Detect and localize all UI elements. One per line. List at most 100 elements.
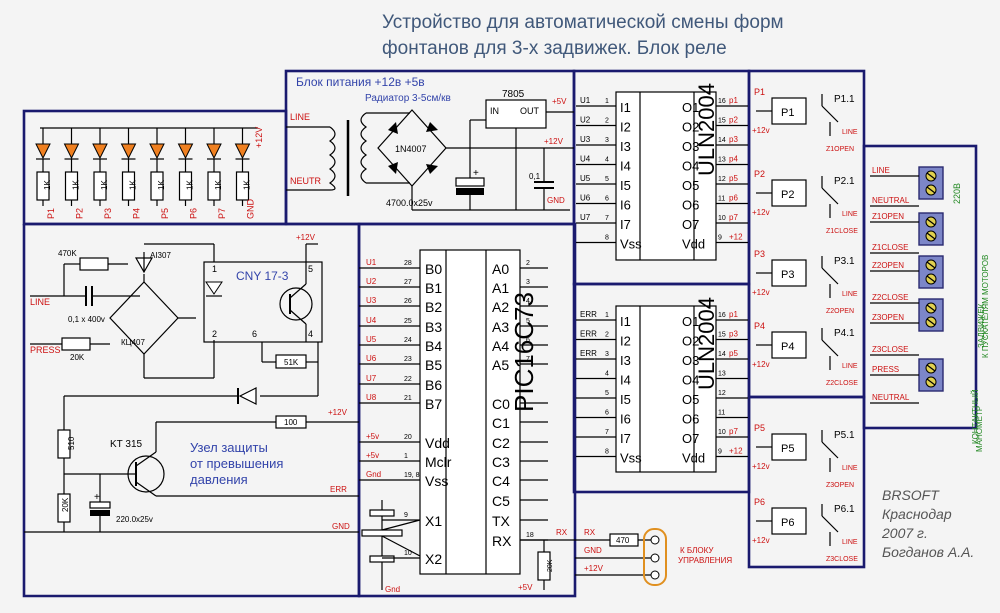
- serial-rx-label-1: RX: [556, 528, 568, 537]
- terminal-label-8: Z3CLOSE: [872, 345, 908, 354]
- mcu-pin-num-4: 24: [404, 337, 412, 344]
- relay-line-6: LINE: [842, 539, 858, 546]
- relay-contact-3: P3.1: [834, 256, 855, 267]
- terminal-motors-label: К ПУСКАТЕЛЯМ МОТОРОВ: [981, 255, 990, 358]
- uln-bottom-innet-1: ERR: [580, 330, 597, 339]
- terminal-220v: 220В: [952, 183, 962, 204]
- opto-pin6: 6: [252, 329, 257, 339]
- uln-top-name: ULN2004: [694, 83, 719, 176]
- uln-top-outnet-0: p1: [729, 96, 738, 105]
- led-1: [35, 143, 51, 160]
- uln-bottom-innum-7: 8: [605, 449, 609, 456]
- pic-microcontroller: PIC16C73 Gnd B028U1B127U2B226U3B325U4B42…: [359, 249, 548, 594]
- led-label-5: P5: [160, 208, 170, 219]
- wire: [926, 364, 936, 372]
- protect-gnd-label: GND: [332, 522, 350, 531]
- mcu-pin-x1: X1: [425, 513, 442, 529]
- relay-out-6: Z3CLOSE: [826, 556, 858, 563]
- input-cap-label: 0,1 x 400v: [68, 315, 105, 324]
- mcu-pin-b5: B5: [425, 357, 442, 373]
- wire: [926, 218, 936, 226]
- wire: [926, 232, 936, 240]
- serial-rx-label-2: RX: [584, 528, 596, 537]
- uln-top-in-4: I5: [620, 178, 631, 193]
- uln-bottom-innet-2: ERR: [580, 349, 597, 358]
- uln-top-in-2: I3: [620, 139, 631, 154]
- relay-tag-2: P2: [754, 169, 765, 179]
- uln-bottom-outnet-2: p5: [729, 349, 738, 358]
- relay-coil-label-4: P4: [781, 341, 794, 353]
- mcu-pin-num-6: 22: [404, 376, 412, 383]
- uln-bottom-innum-6: 7: [605, 429, 609, 436]
- psu-neutr-label: NEUTR: [290, 176, 321, 186]
- mcu-pin-num-5: 23: [404, 356, 412, 363]
- uln-bottom-innum-4: 5: [605, 390, 609, 397]
- input-press-label: PRESS: [30, 345, 61, 355]
- uln-top-out-3: O4: [682, 159, 699, 174]
- led-label-8: GND: [246, 199, 256, 220]
- uln-bottom-outnet-1: p3: [729, 330, 738, 339]
- uln-top-in-3: I4: [620, 159, 631, 174]
- protect-err-label: ERR: [330, 485, 347, 494]
- led-resistor-label-6: 1K: [186, 180, 195, 190]
- uln-top-in-5: I6: [620, 198, 631, 213]
- wire: [821, 267, 839, 285]
- uln-top-outnet-2: p3: [729, 135, 738, 144]
- uln-top-innet-0: U1: [580, 96, 591, 105]
- serial-r470-label: 470: [616, 536, 630, 545]
- r510-label: 510: [67, 436, 76, 450]
- relay-out-3: Z2OPEN: [826, 308, 854, 315]
- uln-bottom-innum-5: 6: [605, 410, 609, 417]
- opto-pin4: 4: [308, 329, 313, 339]
- uln-bottom-outnum-7: 9: [718, 449, 722, 456]
- transformer: [286, 112, 410, 196]
- r20k-protect-label: 20K: [61, 497, 70, 512]
- mcu-net-0: U1: [366, 258, 377, 267]
- terminal-label-1: LINE: [872, 166, 890, 175]
- input-line-label: LINE: [30, 297, 50, 307]
- terminal-label-7: Z3OPEN: [872, 313, 904, 322]
- mcu-pin-num-r2: 4: [526, 298, 530, 305]
- uln-bottom-in-5: I6: [620, 412, 631, 427]
- uln-bottom-innum-1: 2: [605, 332, 609, 339]
- r20k-label: 20K: [70, 353, 85, 362]
- uln-bottom-outnum-3: 13: [718, 371, 726, 378]
- protect-cap-label: 220.0x25v: [116, 515, 153, 524]
- small-cap-label: 0,1: [529, 172, 541, 181]
- led-2: [63, 143, 80, 160]
- uln-bottom-name: ULN2004: [694, 297, 719, 390]
- relay-coil-3: [771, 259, 807, 287]
- relay-coil-label-6: P6: [781, 517, 794, 529]
- small-capacitor: 0,1: [529, 148, 554, 210]
- terminal-label-3: Z1OPEN: [872, 212, 904, 221]
- mcu-pin-a4: A4: [492, 338, 509, 354]
- credit-company: BRSOFT: [882, 487, 940, 503]
- mcu-pin-c3: C3: [492, 454, 510, 470]
- mcu-pin-b7: B7: [425, 396, 442, 412]
- relay-v-1: +12v: [752, 126, 770, 135]
- uln-bottom-in-0: I1: [620, 314, 631, 329]
- terminal-valves-label: ЗАДВИЖЕК: [977, 303, 986, 348]
- author-credits: BRSOFT Краснодар 2007 г. Богданов А.А.: [881, 487, 974, 560]
- uln-top-out-2: O3: [682, 139, 699, 154]
- uln-bottom-outnet-7: +12: [729, 447, 743, 456]
- serial-dest-label-2: УПРАВЛЕНИЯ: [678, 556, 732, 565]
- relay-tag-3: P3: [754, 249, 765, 259]
- credit-city: Краснодар: [882, 506, 952, 522]
- uln-top-innet-3: U4: [580, 155, 591, 164]
- relay-tag-6: P6: [754, 497, 765, 507]
- led-resistor-label-1: 1K: [43, 180, 52, 190]
- serial-connector[interactable]: [643, 528, 667, 586]
- led-label-2: P2: [75, 208, 85, 219]
- uln-bottom-out-7: Vdd: [682, 451, 705, 466]
- uln-top-outnum-4: 12: [718, 176, 726, 183]
- mcu-net-9: +5v: [366, 451, 379, 460]
- main-cap-label: 4700.0x25v: [386, 198, 433, 208]
- relay-contact-4: P4.1: [834, 328, 855, 339]
- uln-top-outnum-3: 13: [718, 157, 726, 164]
- protect-caption-2: от превышения: [190, 456, 283, 471]
- uln-bottom-in-6: I7: [620, 431, 631, 446]
- mcu-pin-num-8: 20: [404, 434, 412, 441]
- uln-top-outnum-0: 16: [718, 98, 726, 105]
